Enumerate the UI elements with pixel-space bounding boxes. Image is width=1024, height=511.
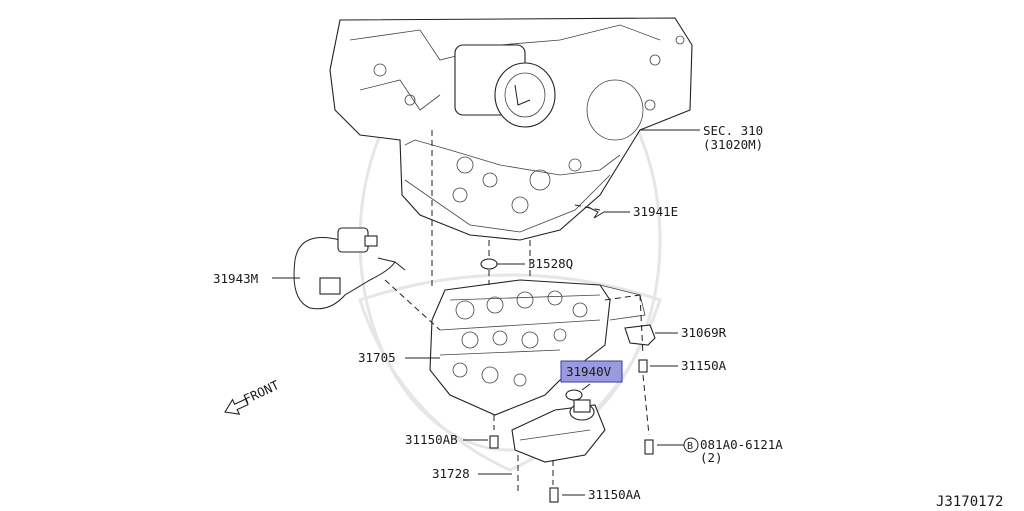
label-31943M: 31943M — [213, 271, 258, 286]
diagram-id: J3170172 — [936, 494, 1003, 510]
label-31528Q: 31528Q — [528, 256, 573, 271]
label-31150AB: 31150AB — [405, 432, 458, 447]
label-31941E: 31941E — [633, 204, 678, 219]
front-arrow-icon — [224, 398, 249, 415]
label-bolt-code: 081A0-6121A — [700, 437, 783, 452]
label-31940V: 31940V — [566, 364, 612, 379]
transmission-case — [329, 17, 693, 241]
circled-b-icon — [683, 437, 699, 453]
bolts — [489, 359, 654, 503]
label-31705: 31705 — [358, 350, 396, 365]
label-bolt-qty: (2) — [700, 450, 723, 465]
harness-31943M — [293, 227, 406, 310]
label-31728: 31728 — [432, 466, 470, 481]
leader-lines — [272, 129, 700, 496]
label-front: FRONT — [241, 377, 282, 407]
label-31150AA: 31150AA — [588, 487, 641, 502]
label-sec310: SEC. 310 — [703, 123, 763, 138]
label-sec310-sub: (31020M) — [703, 137, 763, 152]
oring-31528Q — [480, 258, 498, 270]
control-valve-31705 — [429, 279, 646, 416]
label-31150A: 31150A — [681, 358, 727, 373]
label-31069R: 31069R — [681, 325, 727, 340]
label-bolt-circle: B — [687, 441, 693, 452]
strainer-31728 — [511, 399, 606, 463]
highlight-31940V — [560, 360, 623, 383]
assembly-lines — [384, 130, 650, 495]
oring-31940V — [565, 389, 583, 401]
bracket-31069R — [624, 324, 656, 346]
